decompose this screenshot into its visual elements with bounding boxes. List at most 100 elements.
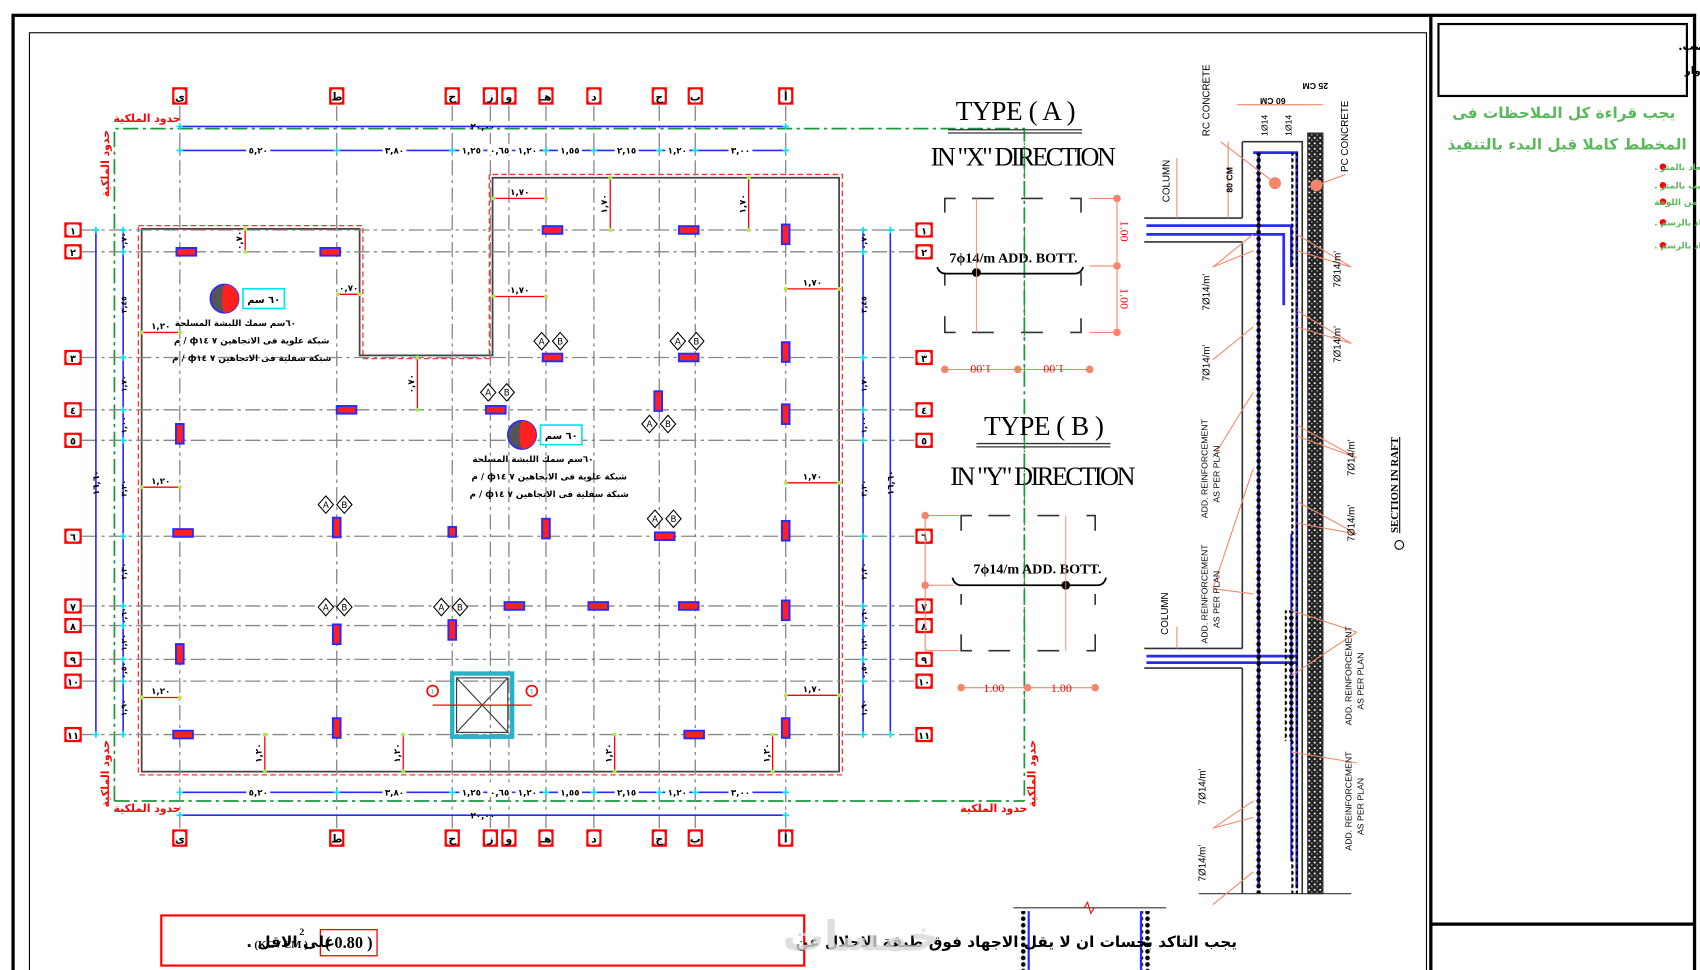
interior-dim-value: ١,٧٠ (600, 194, 610, 213)
section-marker-label: A (539, 337, 545, 347)
section-title: SECTION IN RAFT (1389, 436, 1401, 533)
dim-node (770, 732, 775, 737)
property-label-bottom-right: حدود الملكية (960, 802, 1027, 815)
grid-bubble-inner (66, 404, 80, 416)
slab-thickness: ٦٠ سم (545, 431, 578, 442)
grid-row-label: ١ (921, 226, 927, 237)
dim-tick (859, 656, 867, 663)
grid-row-label: ٩ (921, 656, 927, 667)
column (172, 729, 194, 740)
section-marker-label: A (438, 603, 444, 613)
type-a-title: TYPE ( A ) (956, 96, 1076, 126)
interior-dim-value: ١,٧٠ (738, 194, 748, 213)
column-label: COLUMN (1161, 160, 1172, 202)
dim-value: ١,٥٥ (560, 789, 579, 799)
dim-bg (557, 785, 582, 797)
dim-value: ٠,٦٥ (490, 789, 509, 799)
bottom-note-value: ( 0.80 ) (325, 933, 373, 952)
dim-bg (665, 143, 690, 155)
dim-tick (859, 354, 867, 361)
dim-node (177, 695, 182, 700)
dim-node (139, 485, 144, 490)
grid-row-label: ٦ (70, 533, 76, 544)
interior-dim-value: ١,٢٠ (255, 743, 265, 762)
section-marker-label: B (457, 603, 463, 613)
column (503, 601, 526, 611)
mesh-label: 7Ø14/m' (1202, 274, 1213, 311)
section-cut-label: ١ (431, 687, 435, 696)
type-a-dim-horizontal-1: 1.00 (970, 362, 991, 376)
section-marker-icon (451, 597, 469, 617)
dim-node (746, 175, 751, 180)
grid-bubble-inner (917, 246, 931, 258)
dim-value: ٠,٥٠ (119, 662, 128, 679)
section-marker-icon (659, 414, 677, 434)
dim-value: ١,٢٠ (668, 789, 687, 799)
grid-bubble-inner (540, 89, 552, 103)
column (331, 516, 342, 539)
interior-dim-value: ١,٧٠ (510, 286, 529, 296)
dim-bg (665, 785, 690, 797)
section-marker-icon (687, 331, 705, 351)
dim-tick (590, 147, 598, 154)
dim-tick (542, 147, 550, 154)
grid-row-label: ١١ (67, 731, 79, 742)
column (331, 717, 342, 739)
grid-column-label: هـ (539, 90, 551, 103)
grid-row-label: ١١ (918, 731, 930, 742)
dim-bg (487, 143, 512, 155)
raft-outline-offset (137, 173, 844, 776)
section-cut-mark-right (525, 684, 539, 698)
column (677, 601, 700, 611)
dim-tick (448, 147, 456, 154)
dim-node (837, 693, 842, 698)
grid-row-label: ٨ (70, 622, 76, 633)
property-label-left: حدود الملكية (99, 130, 112, 197)
dim-tick (448, 789, 456, 796)
section-marker-label: B (504, 389, 510, 399)
grid-row-label: ٧ (921, 602, 927, 613)
add-reinforcement-label: ADD. REINFORCEMENT (1199, 544, 1209, 644)
dim-node (544, 294, 548, 299)
watermark: خمسات (782, 912, 939, 960)
bullet-icon (1659, 241, 1667, 249)
dim-tick (859, 437, 867, 444)
type-b-title: TYPE ( B ) (984, 411, 1104, 441)
dim-value: ١,٧٠ (119, 375, 128, 392)
section-marker-icon (498, 382, 516, 402)
section-marker-icon (336, 495, 353, 515)
dim-tick (859, 532, 867, 540)
slab-note-line: ٦٠سم سمك اللبشة المسلحة (472, 455, 593, 465)
type-a-dim-horizontal-2: 1.00 (1043, 362, 1064, 376)
grid-column-label: هـ (539, 832, 551, 845)
grid-bubble-inner (66, 729, 80, 740)
dim-node (335, 292, 340, 297)
dim-tick (119, 602, 127, 610)
dim-bg (459, 143, 484, 155)
bottom-note-text-end: على الاقل . (246, 933, 335, 951)
dim-tick (887, 731, 894, 738)
grid-bubble-inner (484, 831, 496, 845)
grid-column-label: و (505, 90, 513, 103)
interior-dim-value: ١,٧٠ (803, 473, 822, 483)
section-marker-icon (432, 597, 450, 617)
note-bullet-text: يجب عدم القياس من اللوحة (1654, 198, 1700, 208)
section-marker-icon (551, 331, 569, 351)
grid-bubble-inner (174, 831, 186, 845)
dim-value: ١,٧٠ (859, 375, 868, 392)
dim-total: ٢٠,٠٠ (470, 811, 495, 821)
add-reinforcement-label: ADD. REINFORCEMENT (1343, 625, 1353, 725)
grid-row-label: ٥ (70, 437, 76, 448)
dim-value: ١,٢٥ (462, 147, 481, 157)
dim-tick (656, 789, 663, 796)
mesh-label: 7Ø14/m' (1202, 344, 1213, 381)
type-b-subtitle: IN "Y" DIRECTION (950, 462, 1135, 491)
dim-node (139, 330, 144, 335)
add-reinforcement-label: AS PER PLAN (1211, 571, 1221, 628)
dim-value: ٣,٨٠ (385, 789, 404, 799)
interior-dim-value: ١,٧٠ (803, 279, 822, 289)
grid-column-label: ى (175, 90, 185, 103)
section-marker-label: A (485, 389, 491, 399)
section-symbol-icon (1394, 540, 1405, 550)
slab-thickness-box (242, 288, 286, 310)
